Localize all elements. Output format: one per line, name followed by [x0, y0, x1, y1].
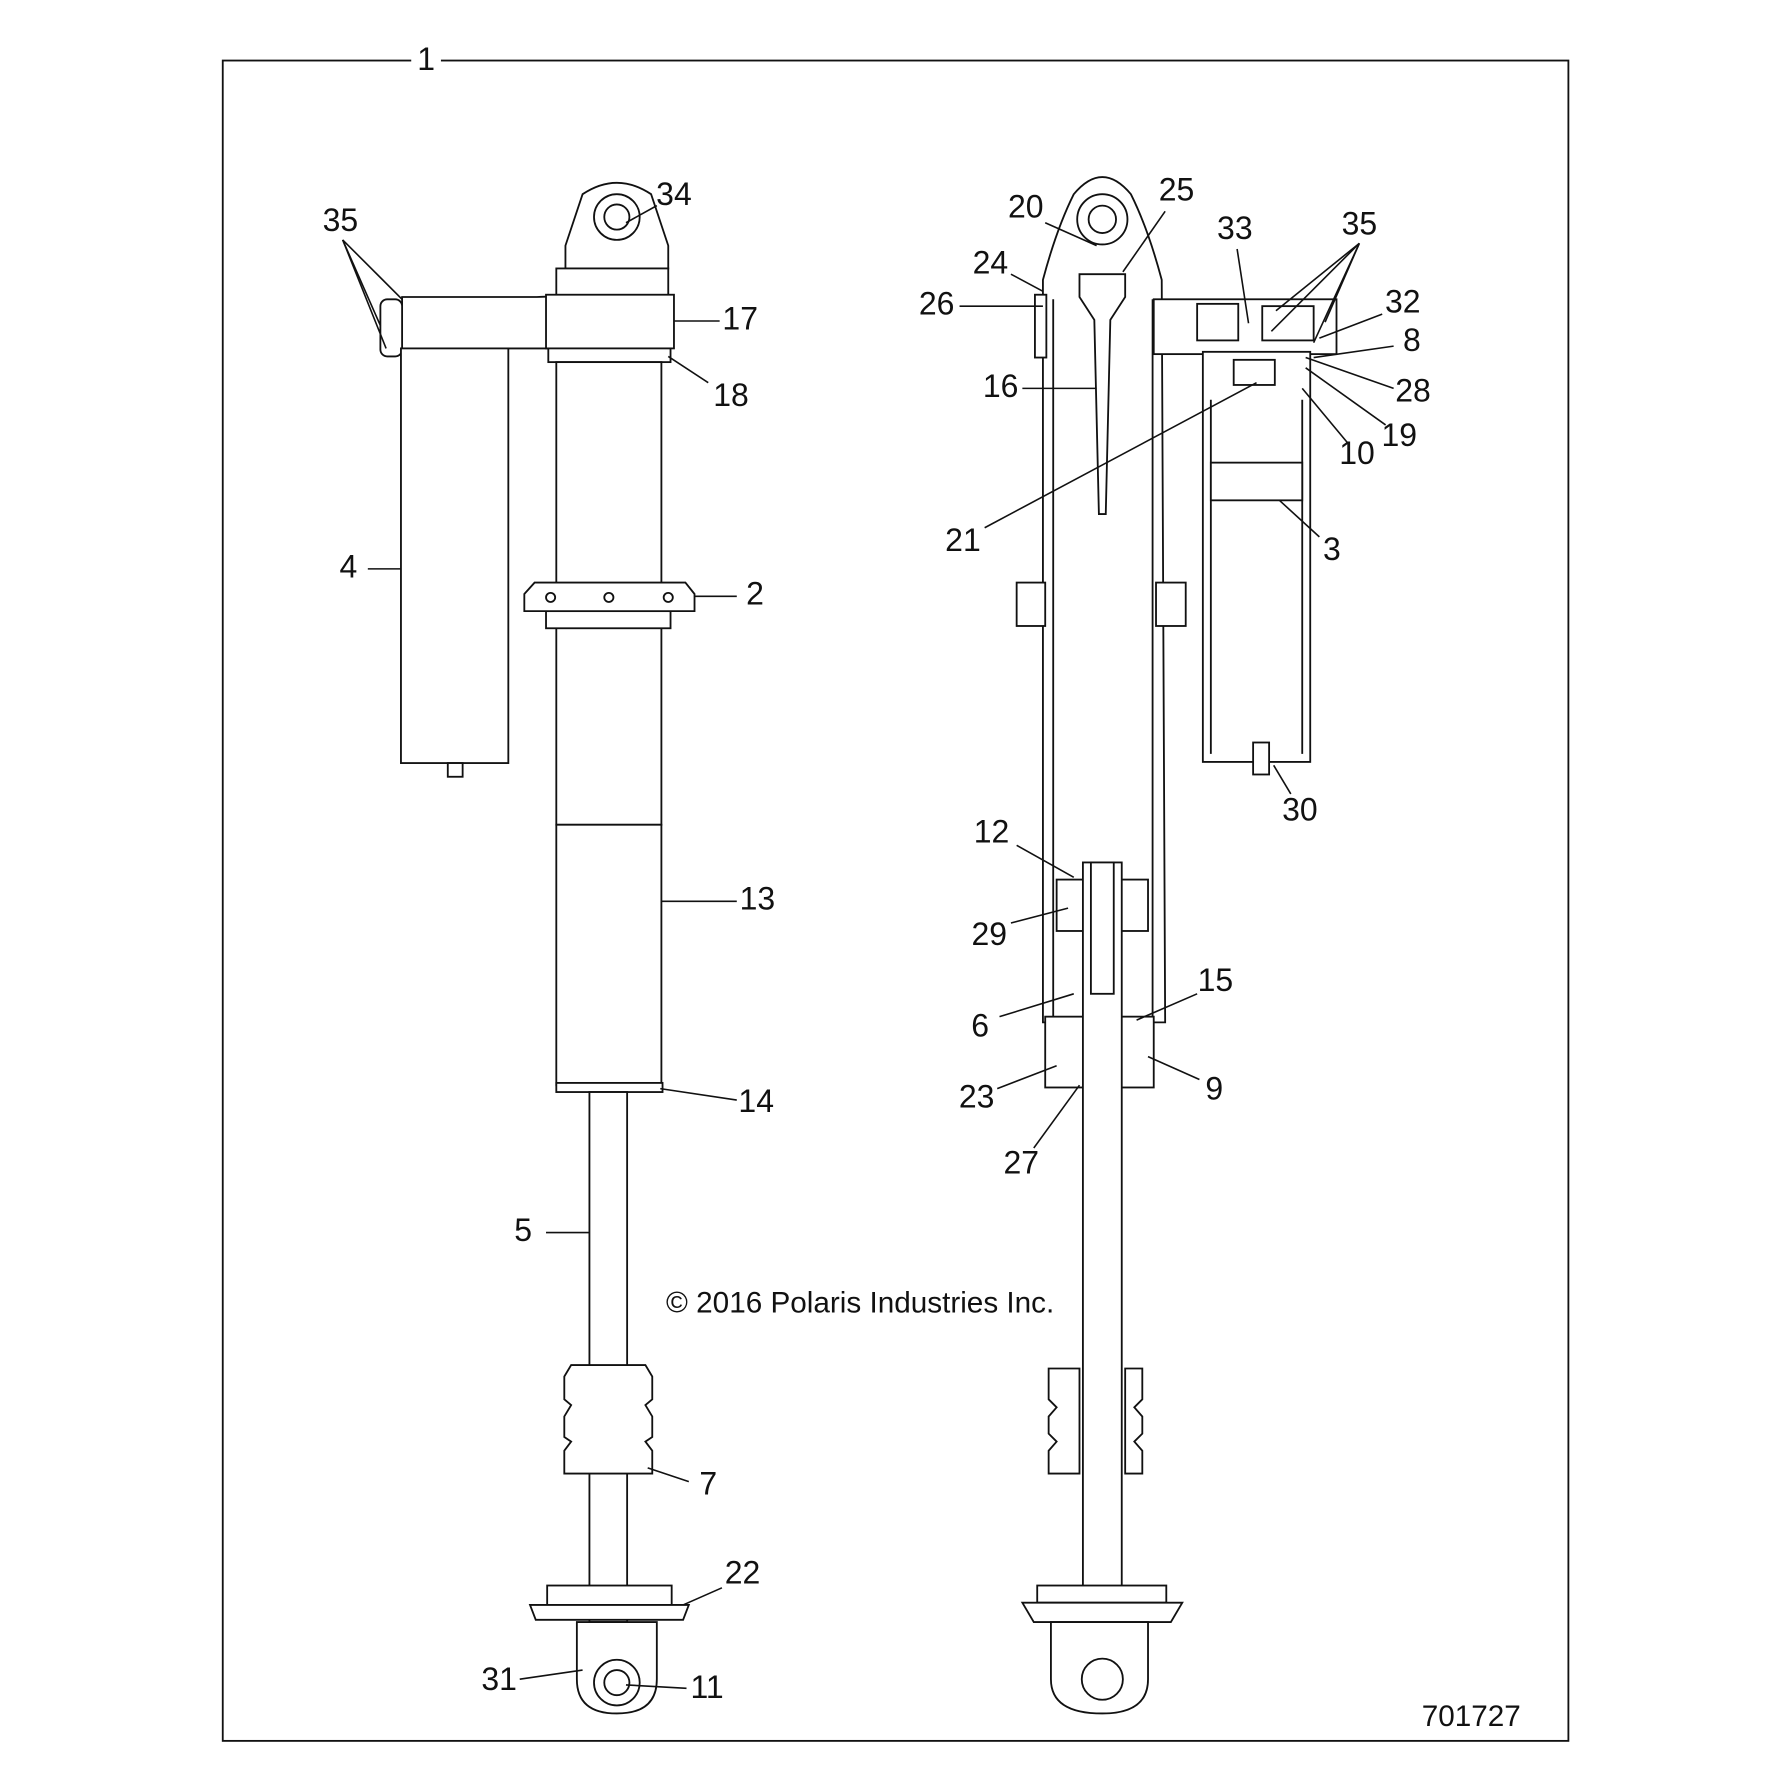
callout-33: 33	[1217, 210, 1253, 246]
callout-29: 29	[971, 916, 1007, 952]
spring-collar-base	[545, 610, 672, 630]
valve-30	[1252, 741, 1271, 776]
callout-3: 3	[1323, 531, 1341, 567]
external-shock-assembly	[379, 181, 696, 1715]
callout-10: 10	[1339, 435, 1375, 471]
reservoir-4	[400, 347, 510, 764]
callout-18: 18	[713, 377, 749, 413]
callout-28: 28	[1395, 372, 1431, 408]
section-cup-flange	[1020, 1601, 1184, 1623]
section-shock-assembly	[1015, 176, 1338, 1715]
callout-9: 9	[1205, 1070, 1223, 1106]
section-reservoir	[1201, 350, 1312, 763]
callout-34: 34	[656, 176, 692, 212]
adjuster-knob[interactable]	[379, 298, 404, 358]
callout-4: 4	[340, 548, 358, 584]
ring-14	[555, 1081, 664, 1093]
callout-8: 8	[1403, 322, 1421, 358]
collar-17	[545, 293, 675, 350]
metering-needle-16	[1078, 273, 1127, 515]
shaft-bolt	[1089, 861, 1115, 995]
side-port-left	[1034, 293, 1048, 359]
leader-lines	[341, 204, 1394, 1690]
side-tab	[1155, 581, 1187, 627]
section-cup	[1036, 1584, 1168, 1604]
callout-32: 32	[1385, 283, 1421, 319]
callout-26: 26	[919, 286, 955, 322]
section-bump-stop	[1124, 1367, 1144, 1475]
body-sleeve-13	[555, 823, 663, 1087]
valve-21	[1232, 358, 1276, 386]
drawing-number: 701727	[1422, 1700, 1521, 1733]
callout-30: 30	[1282, 792, 1318, 828]
callout-6: 6	[971, 1008, 989, 1044]
section-bottom-bore	[1080, 1657, 1124, 1701]
label-bg	[411, 45, 441, 76]
valve-body	[1261, 305, 1315, 342]
callout-12: 12	[974, 813, 1010, 849]
callout-22: 22	[725, 1555, 761, 1591]
callout-labels: 1 35 34 17 18 4 2 13 14 5 7 22 31 11 20 …	[323, 41, 1431, 1705]
collar-hole	[662, 591, 674, 603]
side-tab	[1015, 581, 1047, 627]
bump-stop-7	[563, 1364, 654, 1475]
callout-14: 14	[738, 1083, 774, 1119]
copyright-notice: © 2016 Polaris Industries Inc.	[666, 1286, 1054, 1319]
callout-17: 17	[722, 300, 758, 336]
collar-hole	[603, 591, 615, 603]
top-bushing-bore	[603, 203, 631, 231]
cup-22	[546, 1584, 673, 1606]
callout-24: 24	[973, 244, 1009, 280]
section-top-bore	[1087, 204, 1117, 234]
callout-7: 7	[699, 1466, 717, 1502]
callout-2: 2	[746, 576, 764, 612]
cup-flange	[528, 1604, 691, 1621]
callout-16: 16	[983, 368, 1019, 404]
callout-19: 19	[1382, 417, 1418, 453]
callout-5: 5	[514, 1212, 532, 1248]
bottom-bushing-bore	[603, 1669, 631, 1697]
floating-piston-3	[1209, 461, 1304, 502]
shaft-5	[588, 1091, 629, 1623]
valve-body	[1196, 302, 1240, 342]
callout-31: 31	[481, 1661, 517, 1697]
callout-35-left: 35	[323, 202, 359, 238]
callout-1: 1	[417, 41, 435, 77]
callout-27: 27	[1003, 1145, 1039, 1181]
callout-20: 20	[1008, 188, 1044, 224]
callout-35-right: 35	[1342, 206, 1378, 242]
section-bump-stop	[1047, 1367, 1081, 1475]
callout-13: 13	[740, 881, 776, 917]
callout-11: 11	[690, 1669, 723, 1705]
callout-25: 25	[1159, 171, 1195, 207]
diagram-frame	[221, 59, 1570, 1742]
collar-18	[547, 347, 672, 364]
collar-hole	[545, 591, 557, 603]
callout-21: 21	[945, 522, 981, 558]
callout-15: 15	[1198, 962, 1234, 998]
body-cap	[555, 267, 670, 298]
callout-23: 23	[959, 1078, 995, 1114]
reservoir-valve	[446, 762, 464, 778]
